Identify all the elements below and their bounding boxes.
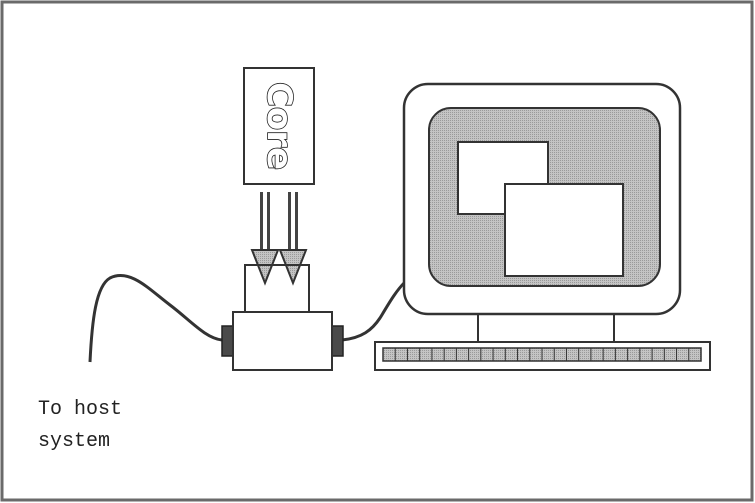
monitor-cable [342,282,405,340]
core-label: Core [259,82,299,170]
core-arrows [252,192,306,283]
monitor [404,84,680,344]
host-cable [90,275,222,362]
keyboard [375,342,710,370]
host-label-line2: system [38,430,110,453]
monitor-stand [478,312,614,344]
core-box: Core [244,68,314,184]
screen-window-front [505,184,623,276]
connector-box [222,312,343,370]
connector-bracket [245,265,309,313]
host-label-line1: To host [38,398,122,421]
